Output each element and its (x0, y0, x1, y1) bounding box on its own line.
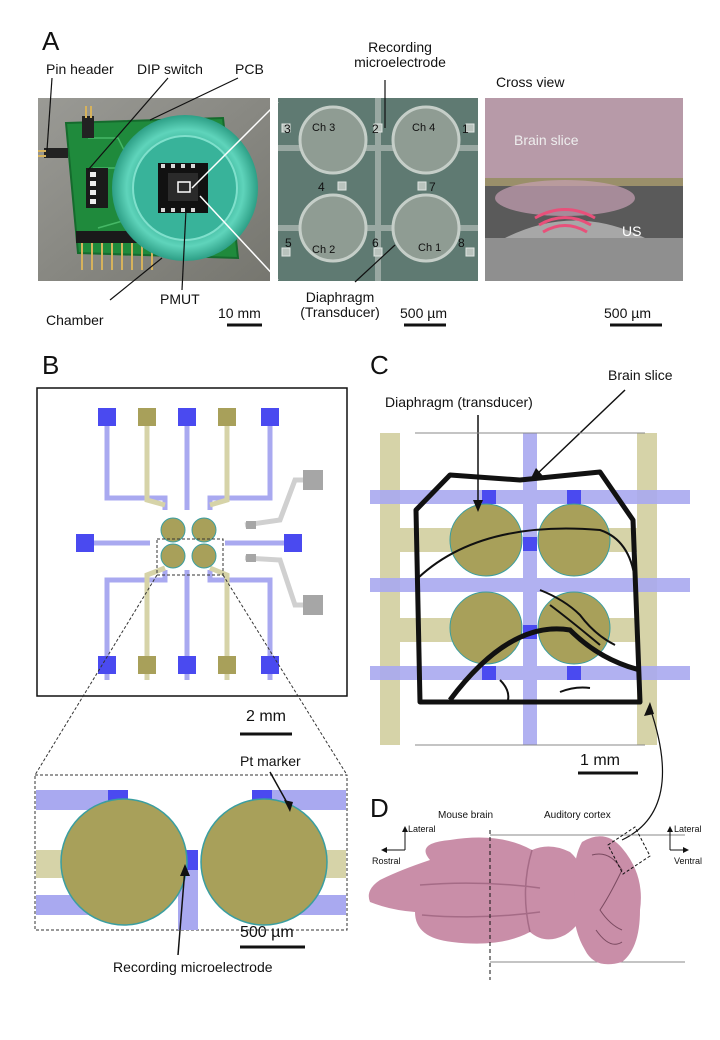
diaphragm-transducer-label: Diaphragm (Transducer) (300, 289, 380, 321)
electrode-number-4: 4 (318, 180, 325, 194)
pin-header-label: Pin header (46, 61, 114, 77)
ch1-label: Ch 1 (418, 242, 442, 254)
ch3-label: Ch 3 (312, 122, 336, 134)
electrode-number-2: 2 (372, 122, 379, 136)
scalebar-500um-micro-label: 500 µm (400, 305, 447, 321)
scalebar-500um-zoom-label: 500 µm (240, 924, 294, 941)
dip-switch-label: DIP switch (137, 61, 203, 77)
scalebar-2mm-label: 2 mm (246, 708, 286, 725)
electrode-number-6: 6 (372, 236, 379, 250)
scalebar-500um-cross-label: 500 µm (604, 305, 651, 321)
panel-letter-c: C (370, 350, 389, 380)
cross-view-label: Cross view (496, 74, 565, 90)
electrode-number-8: 8 (458, 236, 465, 250)
panel-b-layout-diagram (34, 387, 348, 956)
scalebar-1mm-label: 1 mm (580, 752, 620, 769)
mouse-brain-label: Mouse brain (438, 810, 494, 821)
cross-view-render (485, 98, 683, 281)
electrode-number-5: 5 (285, 236, 292, 250)
auditory-cortex-label: Auditory cortex (544, 810, 611, 821)
pcb-label: PCB (235, 61, 264, 77)
pmut-label: PMUT (160, 291, 200, 307)
chamber-label: Chamber (46, 312, 104, 328)
panel-letter-d: D (370, 793, 389, 823)
panel-a-pointer-lines (46, 77, 662, 327)
brain-slice-render-label: Brain slice (514, 132, 579, 148)
panel-letter-a: A (42, 26, 60, 56)
panel-d-brain-illustration (368, 702, 689, 980)
recording-microelectrode-label: Recording microelectrode (354, 39, 446, 71)
ventral-label: Ventral (674, 856, 703, 866)
electrode-number-1: 1 (462, 122, 469, 136)
brain-slice-label: Brain slice (608, 367, 673, 383)
panel-letter-b: B (42, 350, 60, 380)
panel-c-slice-diagram (370, 389, 690, 775)
pcb-photo (38, 98, 270, 281)
diaphragm-transducer-c-label: Diaphragm (transducer) (385, 394, 533, 410)
pt-marker-label: Pt marker (240, 753, 301, 769)
recording-microelectrode-zoom-label: Recording microelectrode (113, 959, 273, 975)
electrode-number-7: 7 (429, 180, 436, 194)
lateral-left-label: Lateral (408, 824, 436, 834)
electrode-number-3: 3 (284, 122, 291, 136)
scalebar-10mm-label: 10 mm (218, 305, 261, 321)
micrograph-photo (278, 98, 478, 281)
ch2-label: Ch 2 (312, 244, 336, 256)
ch4-label: Ch 4 (412, 122, 436, 134)
us-label: US (622, 223, 642, 239)
rostral-label: Rostral (372, 856, 401, 866)
lateral-right-label: Lateral (674, 824, 702, 834)
